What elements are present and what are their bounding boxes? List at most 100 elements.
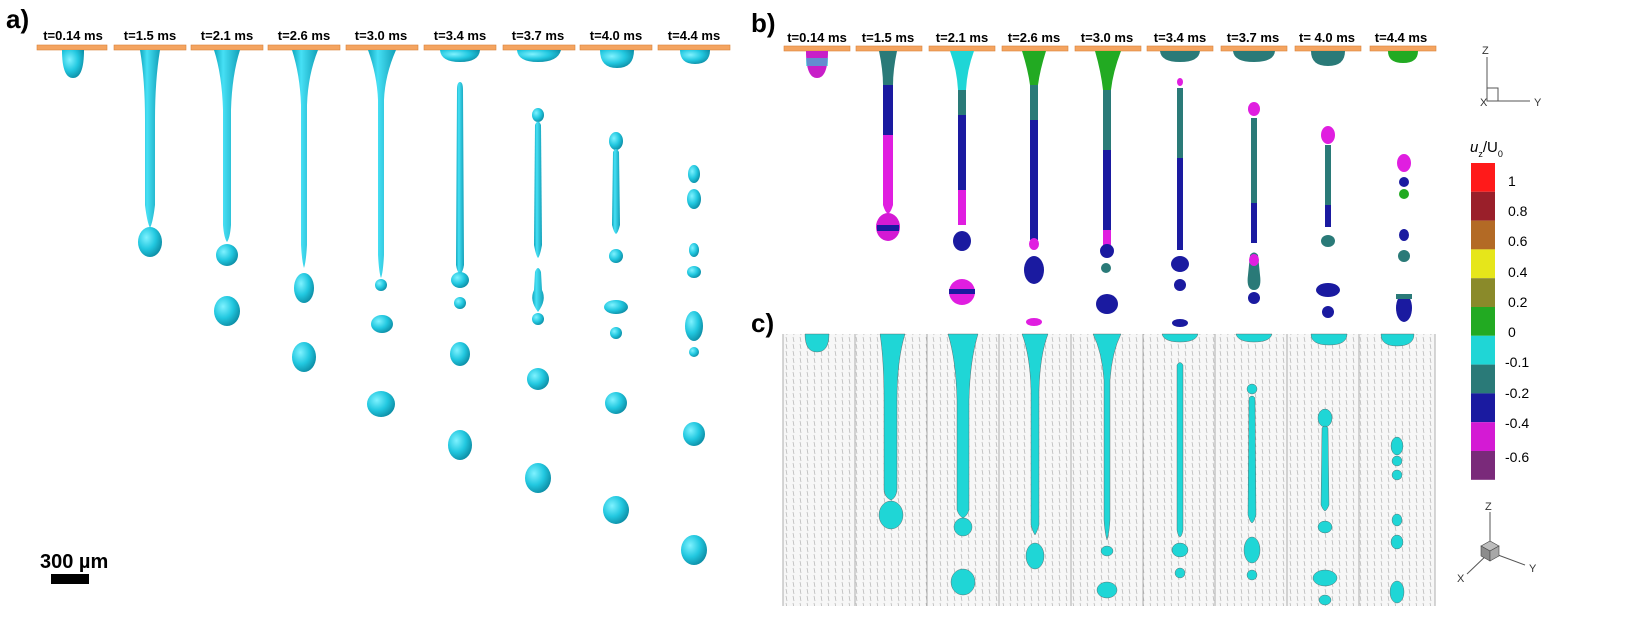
scale-bar-label: 300 µm	[40, 551, 108, 573]
jet-shape	[534, 121, 542, 258]
colorbar-swatch	[1471, 191, 1495, 221]
droplet	[367, 391, 395, 417]
droplet	[685, 311, 703, 341]
slice-jet	[1021, 333, 1049, 536]
colorbar-title-rest: /U	[1483, 139, 1498, 156]
droplet	[294, 273, 314, 303]
droplet	[1024, 256, 1044, 284]
colorbar-tick-label: 0.6	[1508, 233, 1528, 249]
axis-origin-box	[1486, 87, 1499, 102]
axis-label-y: Y	[1529, 563, 1537, 575]
time-label-b: t=3.7 ms	[1227, 30, 1279, 45]
droplet	[448, 430, 472, 460]
colorbar-title-main: u	[1470, 139, 1479, 156]
slice-jet	[1247, 395, 1257, 524]
slice-droplet	[1025, 542, 1045, 570]
jet-shape	[292, 50, 318, 268]
nozzle-plate	[579, 44, 653, 51]
droplet	[1029, 238, 1039, 250]
slice-jet	[1161, 333, 1199, 343]
nozzle-plate	[36, 44, 108, 51]
nozzle-plate	[1074, 45, 1142, 52]
jet-shape	[883, 205, 893, 214]
droplet	[605, 392, 627, 414]
droplet	[609, 249, 623, 263]
axis-triad-top: Z X Y	[1480, 45, 1542, 109]
nozzle-plate	[1001, 45, 1069, 52]
droplet	[375, 279, 387, 291]
colorbar-swatch	[1471, 335, 1495, 365]
axis-cube-right	[1489, 545, 1500, 562]
colorbar-swatch	[1471, 393, 1495, 423]
droplet	[1396, 294, 1412, 322]
time-label-a: t=4.4 ms	[668, 28, 720, 43]
colorbar-swatch	[1471, 163, 1495, 192]
colorbar-tick-label: 1	[1508, 173, 1516, 189]
droplet	[1172, 319, 1188, 327]
droplet	[687, 189, 701, 209]
nozzle-plate	[1369, 45, 1437, 52]
droplet	[450, 342, 470, 366]
slice-jet	[1235, 333, 1273, 343]
jet-band	[958, 90, 966, 115]
slice-droplet	[950, 568, 976, 596]
panel-b-nozzles	[783, 45, 1437, 52]
colorbar: uz/U0 1 0.8 0.6 0.4 0.2 0 -0.1 -0.2 -0.4…	[1470, 139, 1529, 480]
nozzle-plate	[1220, 45, 1288, 52]
colorbar-title-sub: z	[1478, 149, 1483, 159]
nozzle-plate	[1146, 45, 1214, 52]
time-label-a: t=3.4 ms	[434, 28, 486, 43]
jet-shape	[62, 50, 84, 78]
jet-shape	[879, 51, 897, 85]
droplet	[138, 227, 162, 257]
colorbar-tick-labels: 1 0.8 0.6 0.4 0.2 0 -0.1 -0.2 -0.4 -0.6	[1505, 173, 1529, 465]
nozzle-plate	[423, 44, 497, 51]
jet-shape	[140, 50, 160, 228]
time-label-b: t= 4.0 ms	[1299, 30, 1355, 45]
colorbar-tick-label: 0	[1508, 324, 1516, 340]
time-label-b: t=3.4 ms	[1154, 30, 1206, 45]
panel-b-label: b)	[751, 8, 776, 38]
droplet	[1177, 78, 1183, 86]
droplet	[1101, 263, 1111, 273]
panel-b-time-labels: t=0.14 ms t=1.5 ms t=2.1 ms t=2.6 ms t=3…	[787, 30, 1427, 45]
colorbar-title-sub2: 0	[1498, 149, 1503, 159]
droplet	[1399, 229, 1409, 241]
slice-droplet	[1317, 520, 1333, 534]
time-label-a: t=4.0 ms	[590, 28, 642, 43]
nozzle-plate	[190, 44, 264, 51]
jet-band	[877, 225, 899, 231]
jet-shape	[1095, 51, 1121, 90]
slice-droplet	[1100, 545, 1114, 557]
axis-label-y: Y	[1534, 97, 1542, 109]
jet-band	[949, 289, 975, 294]
colorbar-tick-label: -0.4	[1505, 415, 1529, 431]
droplet	[532, 108, 544, 122]
slice-droplet	[1246, 569, 1258, 581]
axis-label-x: X	[1457, 573, 1465, 585]
droplet	[1316, 283, 1340, 297]
slice-jet	[804, 333, 830, 353]
colorbar-tick-label: -0.6	[1505, 449, 1529, 465]
jet-band	[1103, 230, 1111, 245]
colorbar-tick-label: -0.1	[1505, 354, 1529, 370]
nozzle-plate	[1294, 45, 1362, 52]
time-label-b: t=2.1 ms	[936, 30, 988, 45]
jet-shape	[1233, 51, 1275, 62]
jet-shape	[680, 50, 710, 64]
droplet	[1399, 189, 1409, 199]
droplet	[527, 368, 549, 390]
colorbar-swatch	[1471, 422, 1495, 451]
jet-shape	[600, 50, 634, 68]
jet-band	[958, 115, 966, 190]
droplet	[1321, 235, 1335, 247]
jet-shape	[440, 50, 480, 62]
droplet	[1321, 126, 1335, 144]
nozzle-plate	[783, 45, 851, 52]
time-label-b: t=3.0 ms	[1081, 30, 1133, 45]
colorbar-swatch	[1471, 307, 1495, 336]
slice-droplet	[1171, 542, 1189, 558]
slice-droplet	[1317, 408, 1333, 428]
jet-band	[1325, 145, 1331, 205]
time-label-b: t=0.14 ms	[787, 30, 847, 45]
